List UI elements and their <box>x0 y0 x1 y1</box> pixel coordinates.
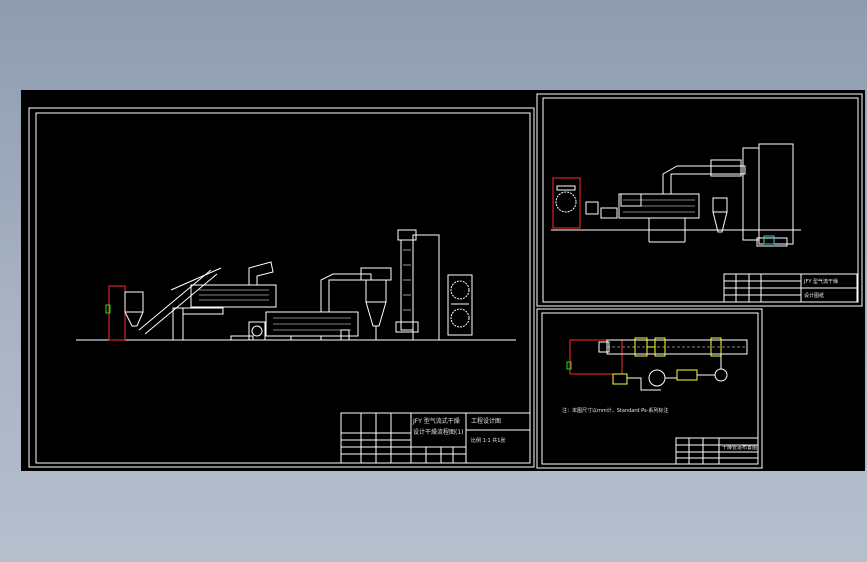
green-marker <box>105 304 111 314</box>
furnace-frame <box>447 274 473 336</box>
dryer-section-1 <box>190 284 277 308</box>
cyclone-cone <box>365 301 387 327</box>
br-fan <box>648 369 666 387</box>
tr-stack <box>742 147 760 241</box>
fan-unit <box>248 321 266 341</box>
dryer-hatching-1 <box>199 289 269 301</box>
tr-stack-base <box>756 237 788 247</box>
br-pipe-end <box>598 341 610 353</box>
blower-base <box>395 321 419 333</box>
tr-dryer-inlet <box>620 193 642 207</box>
furnace-drum-2 <box>450 308 470 328</box>
cyclone-body <box>365 279 387 303</box>
support-beam-1 <box>182 307 224 315</box>
tr-duct-header <box>710 159 742 177</box>
sheet-bottom-right <box>536 308 763 469</box>
base-plate-1 <box>230 335 254 341</box>
br-title-block <box>675 437 759 465</box>
title-block-main <box>340 412 531 464</box>
main-company: 工程设计图 <box>471 417 501 425</box>
tr-feed-box <box>585 201 599 215</box>
br-lower-duct <box>627 377 661 391</box>
duct-riser <box>320 273 372 312</box>
sheet-main-inner-border <box>35 112 531 464</box>
main-footer: 比例 1:1 共1张 <box>471 437 505 444</box>
incline-conveyor-upper <box>138 269 212 331</box>
br-yellow-flanges <box>612 337 722 385</box>
sheet-tr-outer-border <box>536 93 863 307</box>
br-red-outline <box>569 339 623 375</box>
pump-box <box>340 329 350 341</box>
incline-conveyor-lower <box>144 273 218 335</box>
furnace-drum-1 <box>450 280 470 300</box>
stack-stripes <box>403 249 411 311</box>
tr-cyan-fitting <box>763 235 775 245</box>
sheet-br-outer-border <box>536 308 763 469</box>
sheet-tr-inner-border <box>542 97 859 303</box>
fan-wheel <box>251 325 263 337</box>
br-green-marker <box>566 361 572 370</box>
br-title: 干燥管道布置图 <box>722 444 757 451</box>
conveyor-leader <box>170 267 222 291</box>
cad-canvas: JFY 型气流式干燥 设计干燥流程图(1) 工程设计图 比例 1:1 共1张 <box>21 90 865 471</box>
tr-dryer-drum <box>618 193 700 219</box>
tr-stack-frame <box>758 143 794 245</box>
cad-drawing: JFY 型气流式干燥 设计干燥流程图(1) 工程设计图 比例 1:1 共1张 <box>28 93 863 469</box>
tr-motor <box>600 207 618 219</box>
base-plate-2 <box>290 335 322 341</box>
dryer-hatching-2 <box>273 317 351 331</box>
feed-hopper <box>124 291 144 313</box>
tr-drum <box>555 191 577 213</box>
tr-title: JFY 型气流干燥 <box>803 278 838 285</box>
tr-drum-top <box>556 185 576 191</box>
tr-cyclone-cone <box>712 211 728 233</box>
duct-elbow-1 <box>248 261 274 285</box>
sheet-main <box>28 107 535 468</box>
sheet-br-inner-border <box>541 312 759 465</box>
sheet-main-outer-border <box>28 107 535 468</box>
br-note: 注：本图尺寸以mm计，Standard Ps-系列标注 <box>562 407 668 414</box>
tr-cyclone-body <box>712 197 728 213</box>
sheet-top-right <box>536 93 863 307</box>
main-title-line2: 设计干燥流程图(1) <box>413 428 464 436</box>
red-frame <box>108 285 126 341</box>
exhaust-stack <box>400 239 414 331</box>
support-leg-1 <box>172 307 184 341</box>
tr-red-frame <box>552 177 581 229</box>
tr-company: 设计图纸 <box>804 292 824 299</box>
stack-frame <box>412 234 440 341</box>
main-title-line1: JFY 型气流式干燥 <box>412 417 460 425</box>
br-valve <box>714 368 728 382</box>
tr-duct <box>662 165 746 194</box>
hopper-cone <box>124 311 144 327</box>
